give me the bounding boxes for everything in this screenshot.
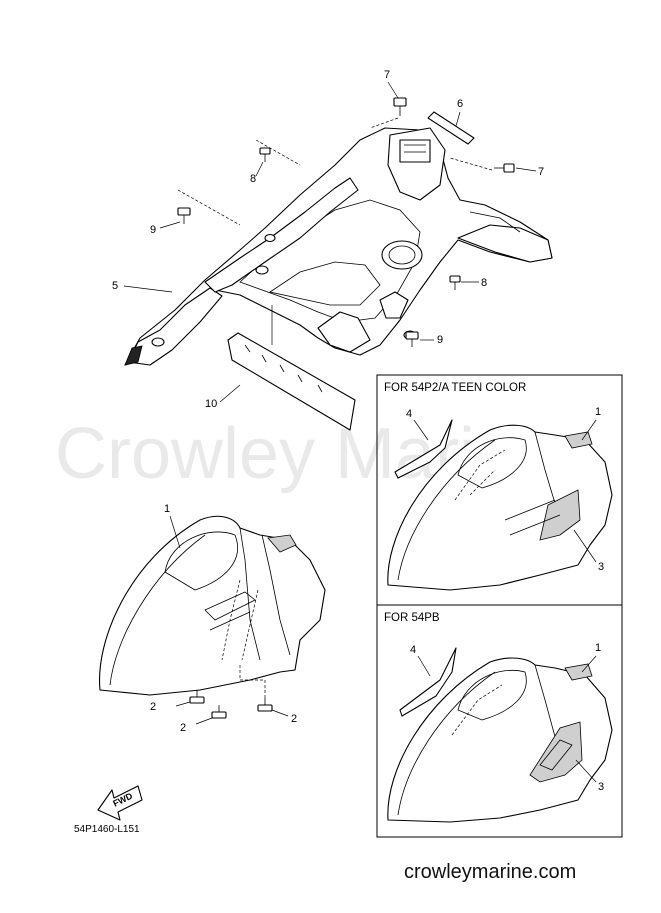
front-fender-teen (387, 424, 613, 591)
part-4-sticker-teen (394, 419, 453, 479)
callout-1-teen: 1 (595, 406, 601, 418)
callout-2-a: 2 (150, 701, 156, 713)
callout-3-pb: 3 (598, 781, 604, 793)
callout-2-b: 2 (180, 722, 186, 734)
part-8-screw-right (449, 275, 461, 290)
diagram-code: 54P1460-L151 (74, 824, 140, 835)
front-fender-pb (387, 657, 613, 823)
front-fender-main (98, 515, 326, 696)
teen-color-box-title: FOR 54P2/A TEEN COLOR (384, 382, 526, 394)
rear-fender-assembly (124, 127, 553, 366)
part-7-bolt-right (449, 157, 515, 173)
part-7-bolt-top (369, 97, 407, 129)
part-10-plate (227, 305, 356, 431)
callout-7-right: 7 (538, 166, 544, 178)
part-4-sticker-pb (399, 647, 457, 717)
part-9-rivet-right (405, 331, 419, 347)
callout-9-right: 9 (437, 334, 443, 346)
part-9-rivet-left (177, 189, 241, 226)
part-2-screw-b (195, 705, 227, 725)
part-2-screw-c (257, 698, 289, 717)
part-8-screw-left (255, 139, 301, 166)
callout-3-teen: 3 (598, 561, 604, 573)
pb-box (376, 604, 623, 838)
part-2-screw-a (175, 690, 205, 707)
callout-1-pb: 1 (595, 642, 601, 654)
callout-8-left: 8 (250, 173, 256, 185)
callout-4-teen: 4 (406, 408, 412, 420)
callout-8-right: 8 (481, 277, 487, 289)
callout-6: 6 (457, 98, 463, 110)
callout-2-c: 2 (291, 713, 297, 725)
footer-url: crowleymarine.com (404, 861, 576, 883)
callout-4-pb: 4 (410, 644, 416, 656)
callout-7-top: 7 (384, 69, 390, 81)
fwd-arrow-icon: FWD (97, 785, 143, 821)
callout-9-left: 9 (150, 224, 156, 236)
part-6-strip (427, 111, 475, 145)
pb-box-title: FOR 54PB (384, 612, 440, 624)
callout-1-main: 1 (164, 503, 170, 515)
callout-10: 10 (205, 398, 217, 410)
callout-5: 5 (112, 280, 118, 292)
